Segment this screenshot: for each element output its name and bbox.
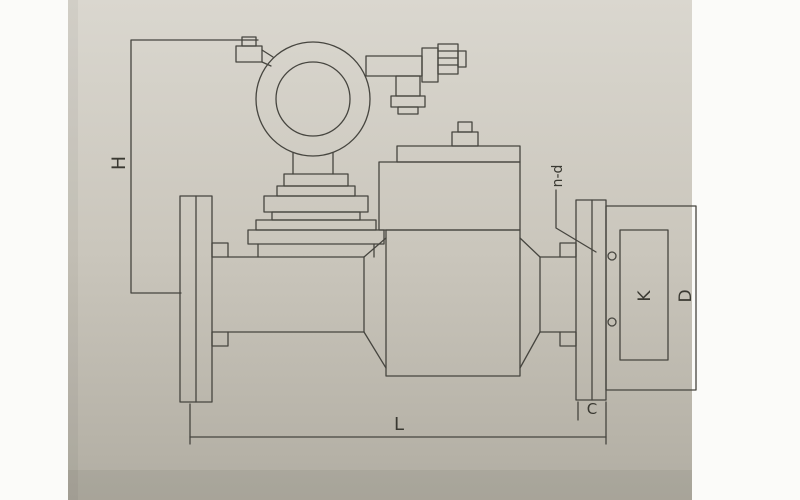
left-pipe-flange <box>179 195 387 403</box>
dim-nd-leader <box>555 189 597 253</box>
photo-paper <box>68 0 692 500</box>
dim-label-l: L <box>394 414 404 435</box>
photo-edge-shade-left <box>68 0 78 500</box>
bolt-hole-mark-top <box>607 251 617 261</box>
meter-body <box>385 229 521 377</box>
photo-edge-shade-bottom <box>68 470 692 500</box>
bolt-hole-mark-bottom <box>607 317 617 327</box>
dim-label-nd: n-d <box>550 165 566 188</box>
dim-label-k: K <box>635 290 655 302</box>
dim-label-c: C <box>587 400 597 418</box>
dim-label-d: D <box>676 289 696 302</box>
dim-l-lines <box>189 403 607 445</box>
flange-end-view <box>605 205 697 391</box>
transmitter-neck <box>247 152 385 258</box>
drawing-linework <box>130 36 697 445</box>
dim-h-lines <box>130 39 259 294</box>
dim-label-h: H <box>108 156 130 170</box>
dimension-labels: H n-d K D C L <box>108 156 696 435</box>
transmitter-head <box>235 36 467 157</box>
